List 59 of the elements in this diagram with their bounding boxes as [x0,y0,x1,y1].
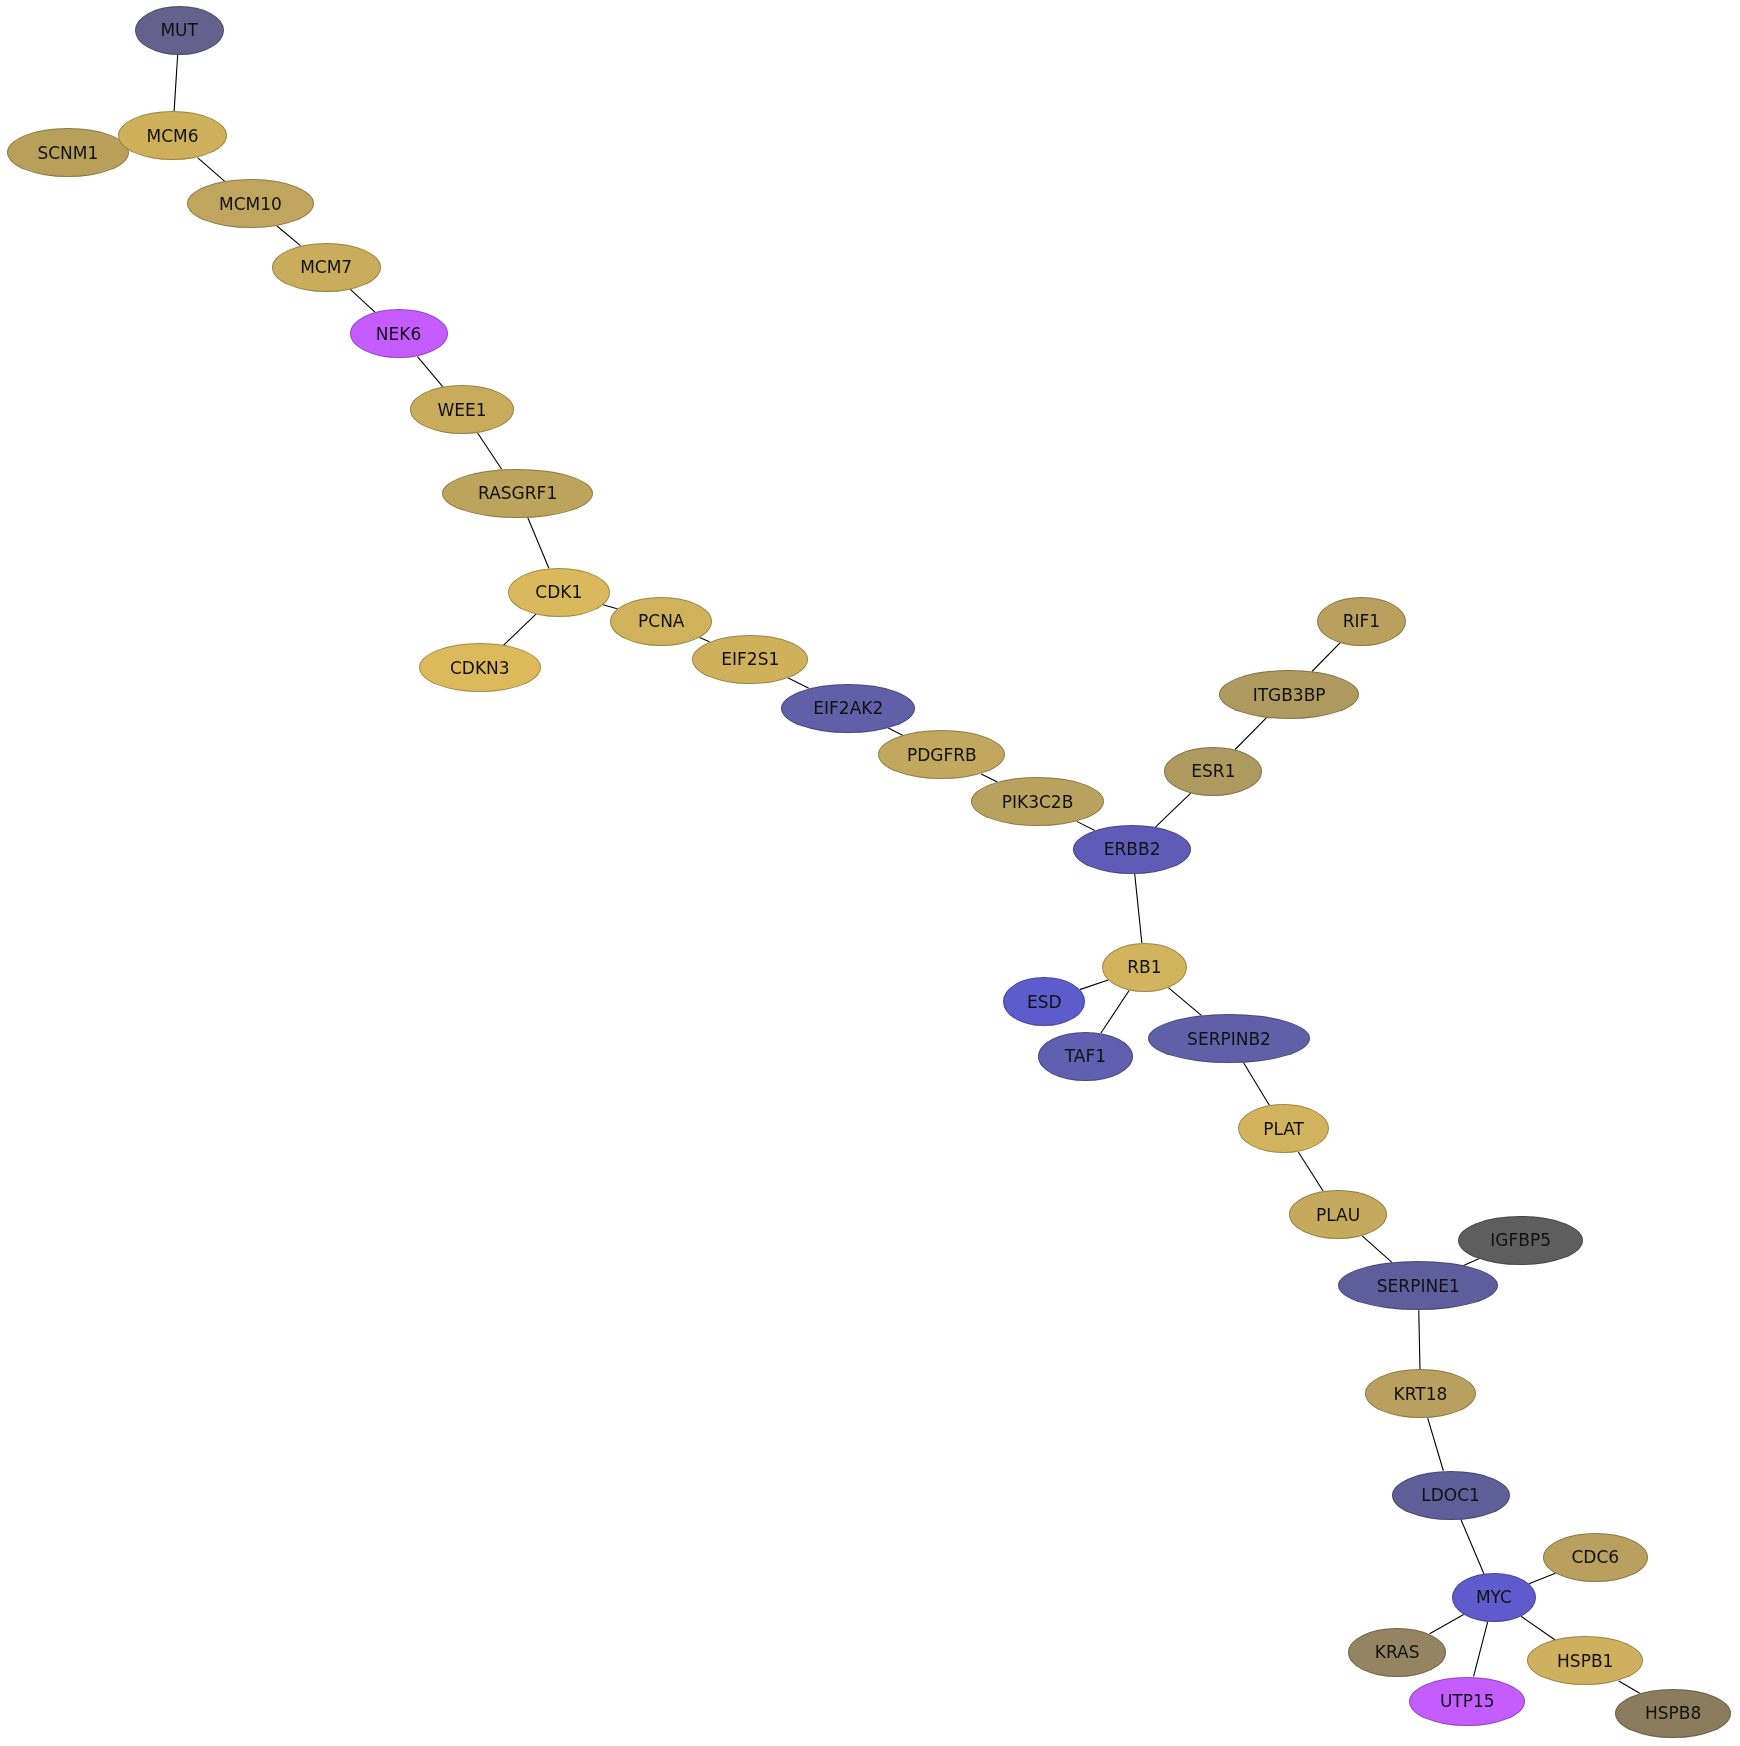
gene-label: MCM10 [219,193,282,214]
gene-label: SERPINB2 [1187,1028,1271,1049]
gene-label: SERPINE1 [1376,1275,1460,1296]
connector-line [1473,1621,1489,1678]
connector-line [787,677,810,689]
gene-label: PCNA [638,611,685,632]
connector-line [527,516,550,569]
connector-line [477,432,503,470]
gene-label: MCM7 [300,257,353,278]
gene-label: ERBB2 [1103,839,1161,860]
gene-label: CDC6 [1571,1547,1620,1568]
gene-label: EIF2AK2 [813,698,884,718]
gene-label: RIF1 [1342,611,1381,632]
gene-label: PLAT [1263,1118,1304,1139]
gene-label: RB1 [1127,957,1162,978]
connector-line [1418,1309,1421,1370]
gene-label: IGFBP5 [1490,1230,1552,1251]
gene-label: RASGRF1 [478,483,558,504]
connector-line [1460,1518,1485,1575]
connector-line [1429,1614,1465,1635]
connector-line [1076,820,1096,831]
connector-line [349,288,376,313]
connector-line [1234,717,1267,751]
gene-label: MYC [1475,1587,1512,1608]
gene-label: TAF1 [1064,1046,1107,1067]
gene-label: NEK6 [375,323,422,344]
connector-line [887,727,904,736]
connector-line [1134,873,1143,944]
gene-label: ESD [1026,991,1062,1012]
connector-line [602,604,618,610]
gene-label: CDK1 [535,582,583,603]
connector-line [1463,1258,1480,1267]
connector-line [197,157,226,182]
connector-line [699,636,711,643]
connector-line [1528,1572,1556,1585]
gene-label: KRAS [1374,1642,1420,1663]
gene-label: MUT [160,20,198,41]
connector-line [1427,1417,1444,1472]
gene-label: WEE1 [437,399,487,420]
connector-line [980,773,998,783]
gene-label: LDOC1 [1421,1485,1480,1506]
gene-label: KRT18 [1393,1383,1448,1404]
connector-line [173,54,179,112]
connector-line [276,225,301,247]
gene-label: PDGFRB [906,744,977,765]
connector-line [1297,1151,1324,1192]
gene-label: UTP15 [1439,1691,1495,1711]
gene-label: EIF2S1 [721,649,780,670]
gene-label: ESR1 [1191,761,1236,782]
gene-label: ITGB3BP [1252,684,1326,705]
connector-line [1520,1615,1556,1641]
connector-line [1618,1680,1641,1694]
gene-label: PIK3C2B [1001,791,1074,812]
gene-label: CDKN3 [449,657,510,678]
gene-label: MCM6 [146,125,199,146]
gene-label: HSPB8 [1645,1703,1702,1724]
gene-label: SCNM1 [37,142,99,163]
gene-label: PLAU [1316,1204,1361,1225]
gene-label: HSPB1 [1557,1650,1614,1671]
